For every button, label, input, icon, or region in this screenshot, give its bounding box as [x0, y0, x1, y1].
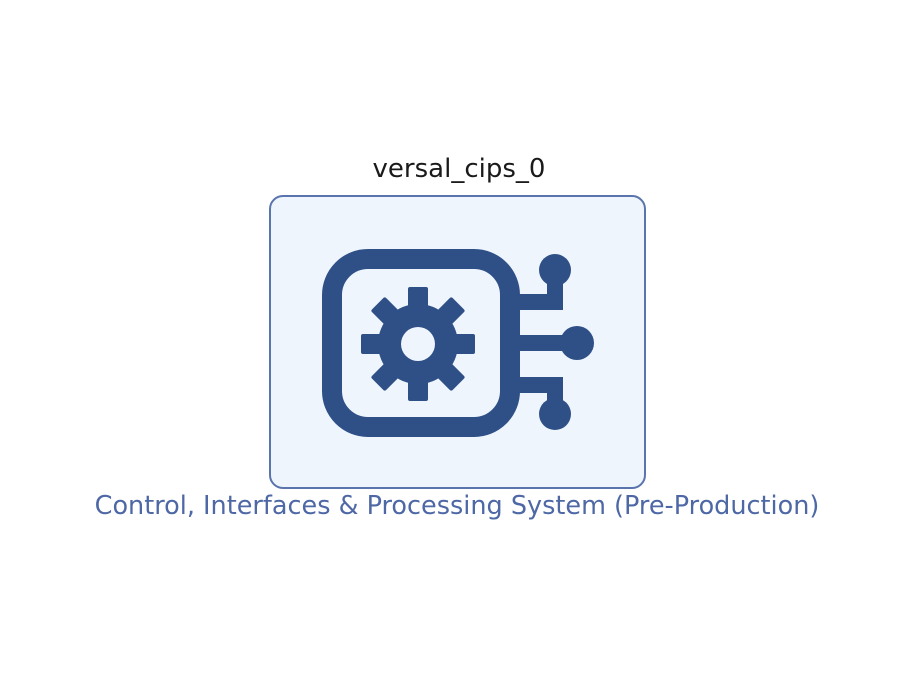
block-instance-name: versal_cips_0 — [372, 154, 546, 184]
block-description: Control, Interfaces & Processing System … — [94, 491, 820, 521]
